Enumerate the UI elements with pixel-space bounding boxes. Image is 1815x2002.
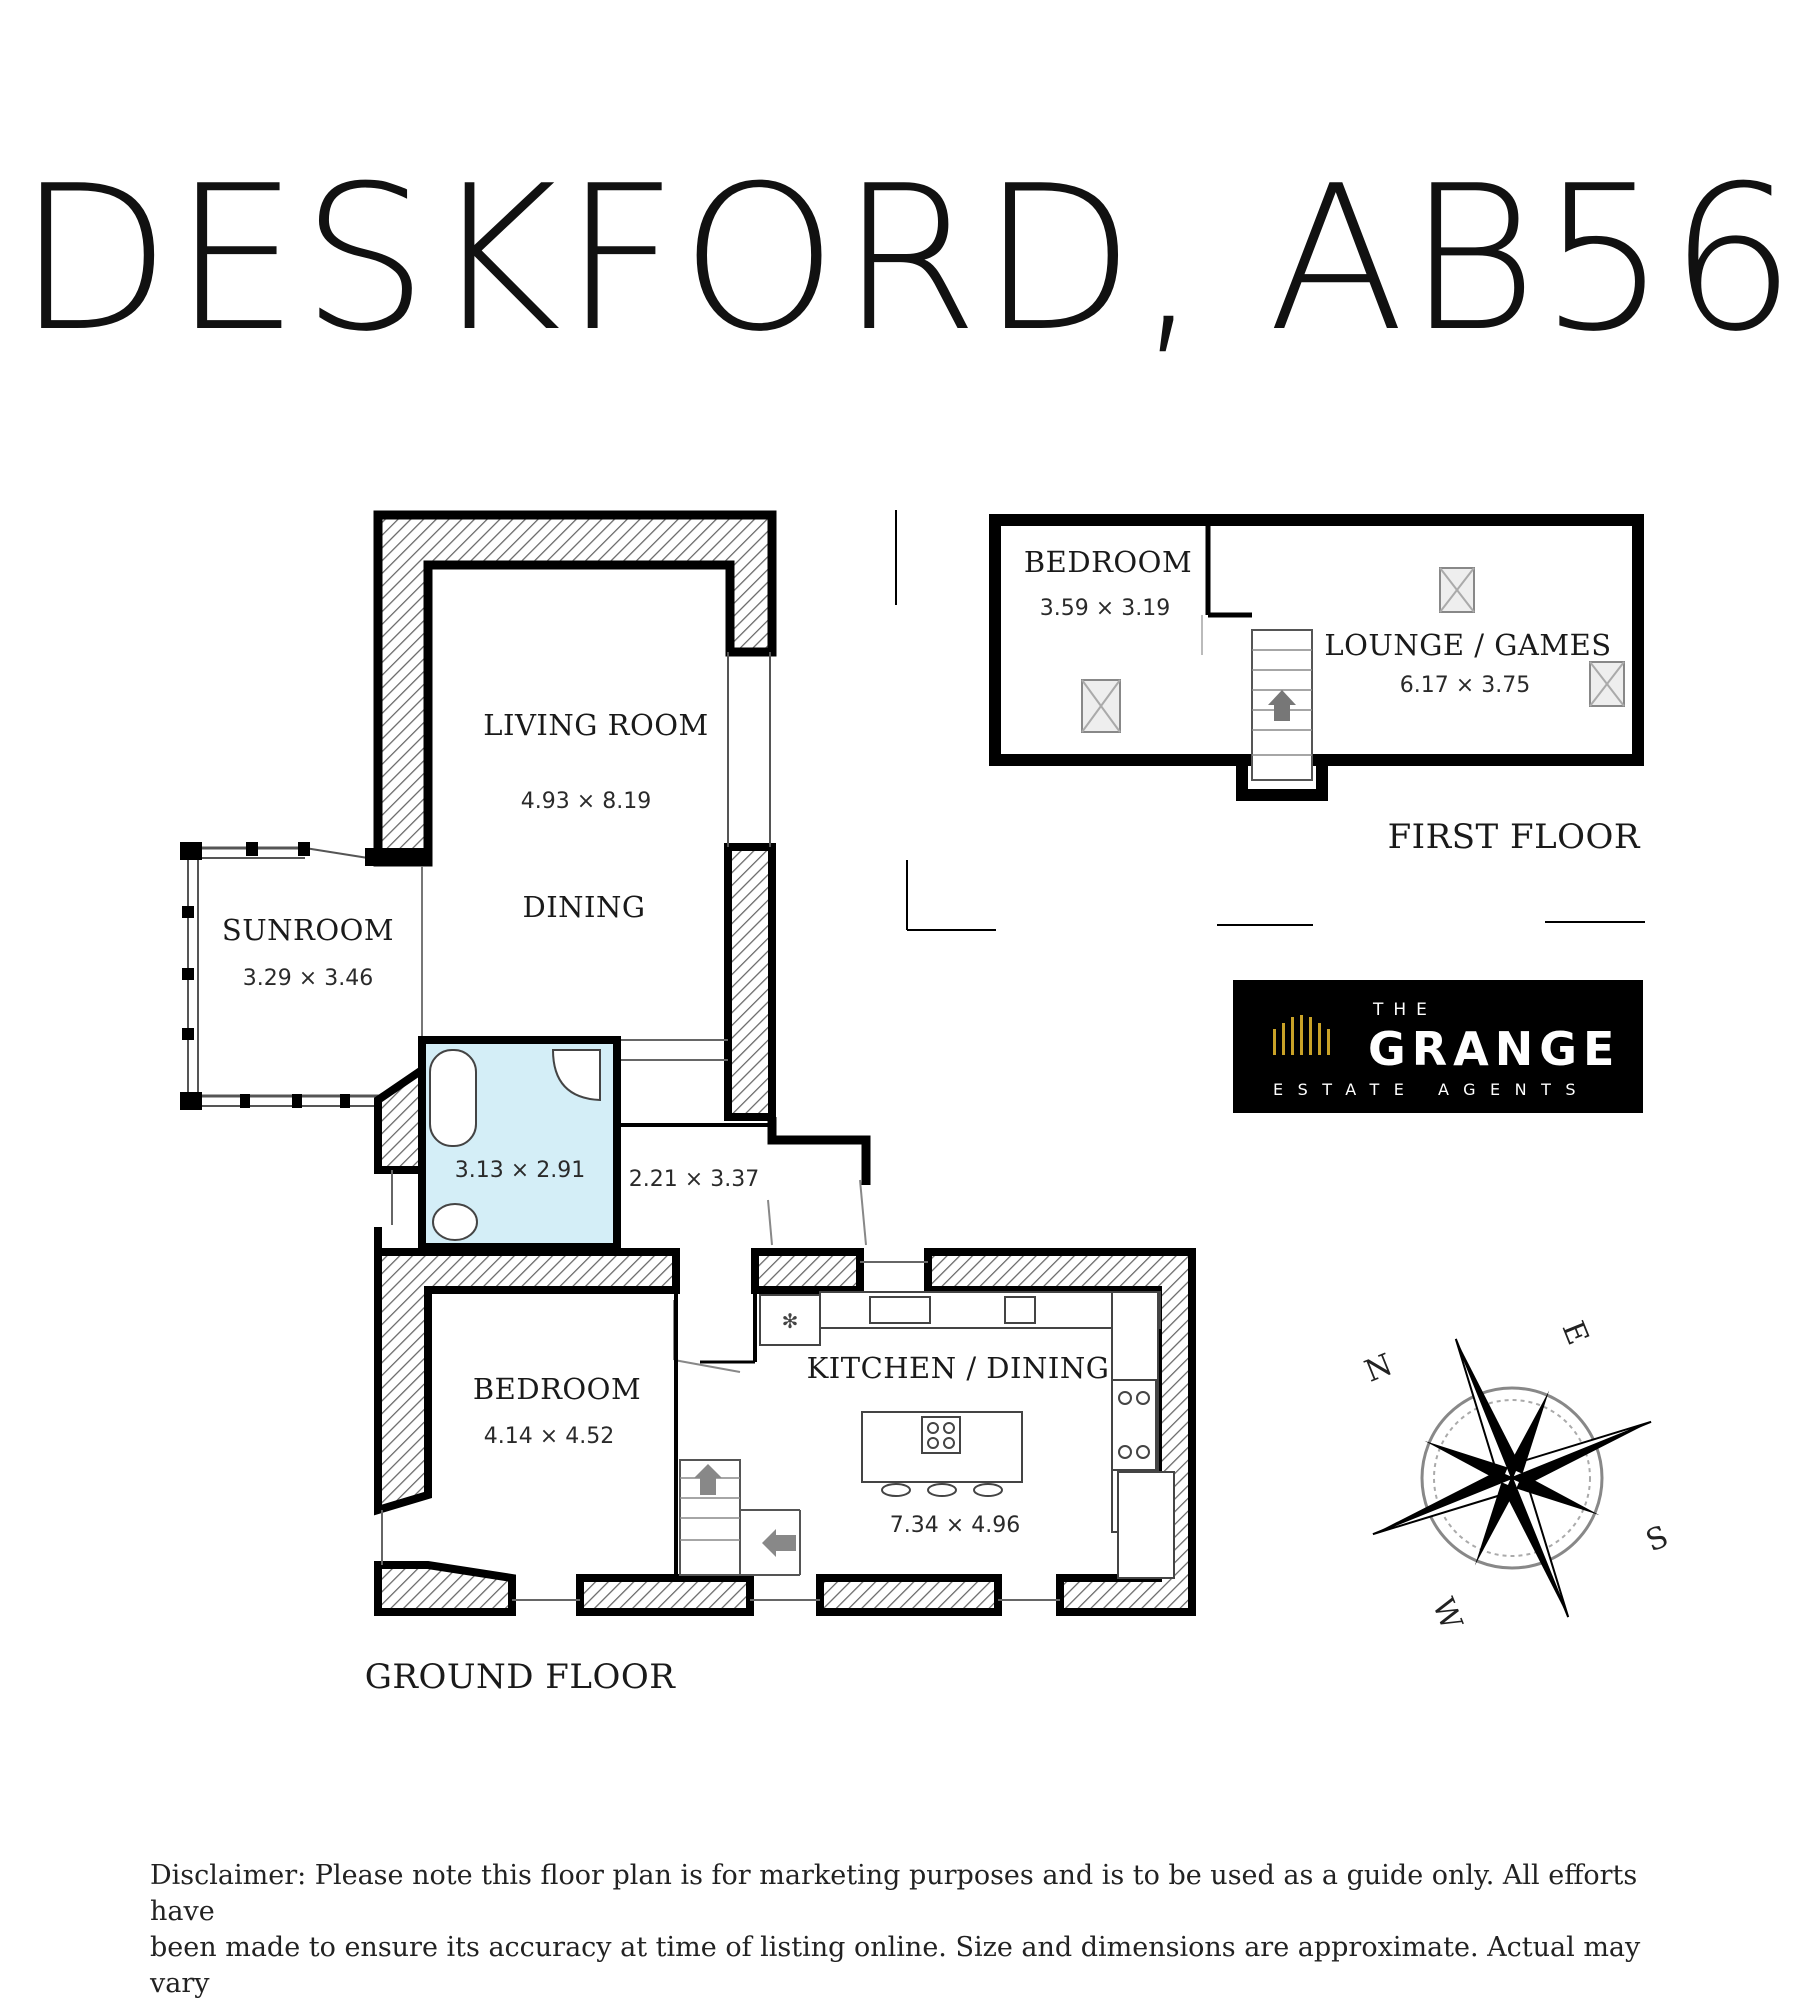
living-room-label: LIVING ROOM [483, 708, 708, 742]
page-title: DESKFORD, AB56 [16, 143, 1799, 376]
compass-e: E [1555, 1316, 1596, 1349]
island-hob-icon [921, 1416, 961, 1454]
logo-the: THE [1373, 1000, 1437, 1020]
lounge-dims: 6.17 × 3.75 [1400, 673, 1530, 698]
hob-icon [1111, 1379, 1157, 1471]
lounge-label: LOUNGE / GAMES [1324, 628, 1611, 662]
kitchen-label: KITCHEN / DINING [807, 1351, 1110, 1385]
living-room-dims: 4.93 × 8.19 [521, 789, 651, 814]
sink-icon [869, 1296, 931, 1324]
ground-bedroom-walls [374, 1227, 754, 1616]
dining-label: DINING [522, 890, 645, 924]
stool-icon [973, 1483, 1003, 1497]
skylight-icon [1081, 679, 1121, 733]
first-floor-stairs [1251, 629, 1313, 781]
stair-arrow-up-icon [700, 1475, 716, 1495]
sunroom-dims: 3.29 × 3.46 [243, 966, 373, 991]
compass-s: S [1641, 1519, 1673, 1559]
stair-arrow-up-icon [1274, 703, 1290, 721]
hall [617, 1117, 871, 1373]
fridge-icon [1117, 1471, 1175, 1579]
bathtub-icon [429, 1049, 477, 1147]
first-bedroom-label: BEDROOM [1024, 545, 1192, 579]
company-logo: THE GRANGE ESTATE AGENTS [1233, 980, 1643, 1113]
first-bedroom-dims: 3.59 × 3.19 [1040, 596, 1170, 621]
kitchen-fixtures: ✻ [759, 1291, 1175, 1579]
compass-n: N [1360, 1347, 1397, 1389]
bathroom [374, 1036, 621, 1251]
sunroom-walls [180, 842, 425, 1110]
microwave-icon [1004, 1296, 1036, 1324]
first-floor-plan [989, 514, 1644, 801]
logo-bars-icon [1273, 1015, 1330, 1055]
appliance-icon [759, 1294, 821, 1346]
fan-icon: ✻ [782, 1309, 799, 1333]
sunroom-label: SUNROOM [222, 913, 394, 947]
compass-w: W [1425, 1593, 1469, 1635]
disclaimer: Disclaimer: Please note this floor plan … [150, 1858, 1670, 2002]
bathroom-dims: 3.13 × 2.91 [455, 1158, 585, 1183]
stool-icon [927, 1483, 957, 1497]
disclaimer-line-2: been made to ensure its accuracy at time… [150, 1932, 1641, 1999]
logo-tagline: ESTATE AGENTS [1273, 1080, 1591, 1099]
logo-name: GRANGE [1368, 1022, 1621, 1076]
ground-bedroom-label: BEDROOM [473, 1372, 641, 1406]
skylight-icon [1439, 567, 1475, 613]
disclaimer-line-1: Disclaimer: Please note this floor plan … [150, 1860, 1638, 1927]
skylight-icon [1589, 661, 1625, 707]
shower-icon [551, 1049, 601, 1102]
living-room-walls [373, 510, 777, 1121]
decorative-lines [895, 510, 1645, 931]
stair-arrow-left-icon [776, 1535, 796, 1551]
toilet-icon [432, 1203, 478, 1241]
stool-icon [881, 1483, 911, 1497]
ground-bedroom-dims: 4.14 × 4.52 [484, 1424, 614, 1449]
ground-floor-plan: ✻ [180, 510, 1196, 1616]
compass-rose-icon: N E S W [1360, 1316, 1673, 1635]
first-floor-label: FIRST FLOOR [1388, 817, 1641, 857]
hall-dims: 2.21 × 3.37 [629, 1167, 759, 1192]
kitchen-dims: 7.34 × 4.96 [890, 1513, 1020, 1538]
ground-stairs [679, 1459, 801, 1576]
ground-floor-label: GROUND FLOOR [365, 1657, 677, 1697]
